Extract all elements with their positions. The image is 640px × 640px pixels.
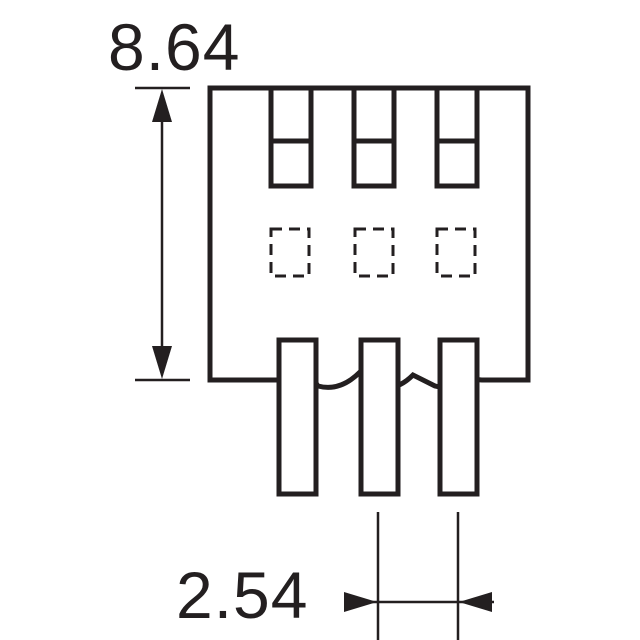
hidden-square-1	[269, 227, 311, 278]
height-arrow-up	[152, 89, 172, 122]
lead-2	[358, 337, 401, 497]
hidden-features	[269, 227, 477, 278]
height-dimension	[135, 86, 190, 382]
hidden-square-3	[435, 227, 477, 278]
top-slot-1	[268, 85, 314, 189]
lead-3	[437, 337, 480, 497]
height-arrow-down	[152, 346, 172, 379]
top-slots	[268, 85, 480, 189]
top-slot-2	[351, 85, 397, 189]
top-slot-3	[434, 85, 480, 189]
height-dimension-label: 8.64	[108, 10, 241, 84]
pitch-arrow-right	[459, 592, 492, 612]
leads	[276, 337, 480, 497]
hidden-square-2	[353, 227, 395, 278]
pitch-dimension	[344, 512, 494, 640]
pitch-dimension-label: 2.54	[176, 558, 309, 632]
pitch-arrow-left	[344, 592, 377, 612]
lead-1	[276, 337, 319, 497]
